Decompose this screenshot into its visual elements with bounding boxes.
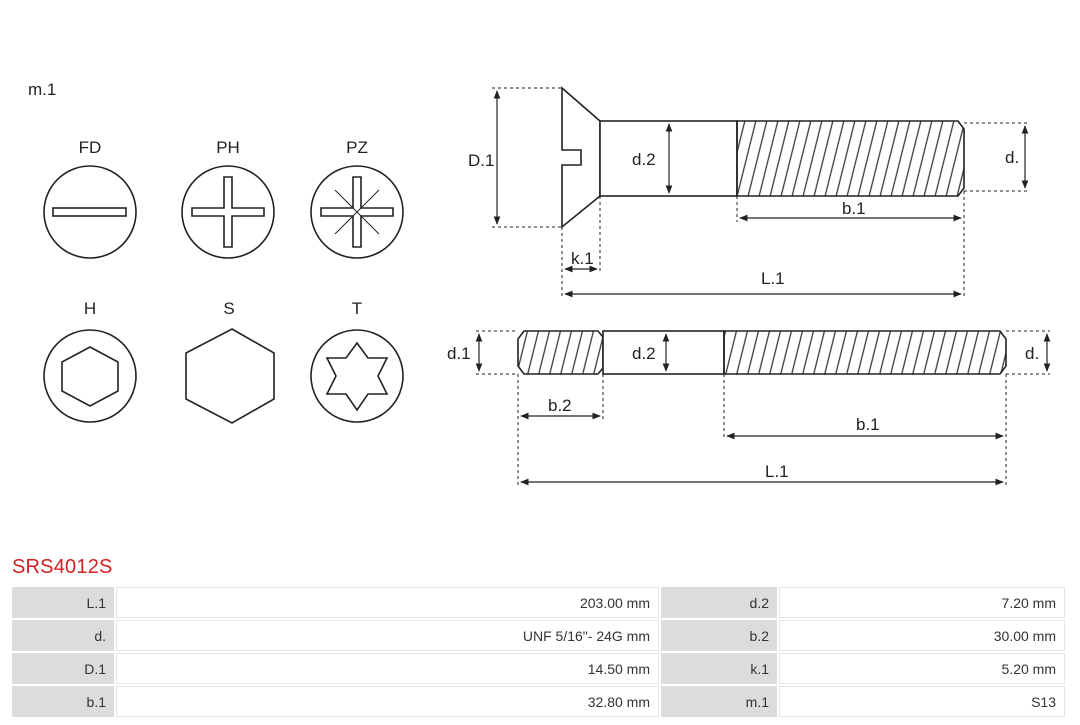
stud-drawing: d.1 d.2 d. b.2 b.1 L.1 xyxy=(447,330,1051,486)
phillips-drive-icon xyxy=(181,165,275,259)
screw-dim-d2: d.2 xyxy=(632,150,656,169)
stud-dim-b1: b.1 xyxy=(856,415,880,434)
screw-dim-b1: b.1 xyxy=(842,199,866,218)
stud-dim-d2: d.2 xyxy=(632,344,656,363)
spec-key: k.1 xyxy=(661,653,777,684)
spec-key: d. xyxy=(12,620,114,651)
screw-dim-D1: D.1 xyxy=(468,151,494,170)
spec-key: D.1 xyxy=(12,653,114,684)
drive-label-fd: FD xyxy=(79,138,102,157)
drive-label-s: S xyxy=(223,299,234,318)
spec-key: m.1 xyxy=(661,686,777,717)
stud-dim-L1: L.1 xyxy=(765,462,789,481)
drive-label-t: T xyxy=(352,299,362,318)
drive-label-ph: PH xyxy=(216,138,240,157)
stud-dim-d1: d.1 xyxy=(447,344,471,363)
drive-types: FD PH PZ H S T xyxy=(43,138,404,424)
screw-dim-k1: k.1 xyxy=(571,249,594,268)
slotted-drive-icon xyxy=(43,165,137,259)
torx-drive-icon xyxy=(310,329,404,423)
spec-key: b.2 xyxy=(661,620,777,651)
table-row: d. UNF 5/16"- 24G mm b.2 30.00 mm xyxy=(12,620,1065,651)
spec-value: 14.50 mm xyxy=(116,653,659,684)
technical-drawing: m.1 FD PH PZ H S xyxy=(28,80,1051,486)
drive-label-pz: PZ xyxy=(346,138,368,157)
stud-thread-left xyxy=(517,330,604,375)
screw-head xyxy=(561,86,601,229)
spec-value: 30.00 mm xyxy=(779,620,1065,651)
stud-dim-d: d. xyxy=(1025,344,1039,363)
stud-shank xyxy=(602,330,725,375)
screw-dim-L1: L.1 xyxy=(761,269,785,288)
spec-value: 7.20 mm xyxy=(779,587,1065,618)
material-label: m.1 xyxy=(28,80,56,99)
spec-value: S13 xyxy=(779,686,1065,717)
spec-key: L.1 xyxy=(12,587,114,618)
table-row: b.1 32.80 mm m.1 S13 xyxy=(12,686,1065,717)
table-row: L.1 203.00 mm d.2 7.20 mm xyxy=(12,587,1065,618)
table-row: D.1 14.50 mm k.1 5.20 mm xyxy=(12,653,1065,684)
spec-value: 32.80 mm xyxy=(116,686,659,717)
stud-dim-b2: b.2 xyxy=(548,396,572,415)
spec-value: 5.20 mm xyxy=(779,653,1065,684)
spec-value: 203.00 mm xyxy=(116,587,659,618)
pozidriv-drive-icon xyxy=(310,165,404,259)
hex-head-drive-icon xyxy=(185,328,275,424)
specs-table: L.1 203.00 mm d.2 7.20 mm d. UNF 5/16"- … xyxy=(10,585,1067,719)
screw-dim-d: d. xyxy=(1005,148,1019,167)
stud-thread-right xyxy=(723,330,1007,375)
spec-key: d.2 xyxy=(661,587,777,618)
screw-thread xyxy=(736,120,965,197)
hex-socket-drive-icon xyxy=(43,329,137,423)
drive-label-h: H xyxy=(84,299,96,318)
part-number-title: SRS4012S xyxy=(12,556,113,578)
screw-drawing: D.1 d.2 d. b.1 k.1 L.1 xyxy=(468,86,1029,298)
spec-value: UNF 5/16"- 24G mm xyxy=(116,620,659,651)
spec-key: b.1 xyxy=(12,686,114,717)
